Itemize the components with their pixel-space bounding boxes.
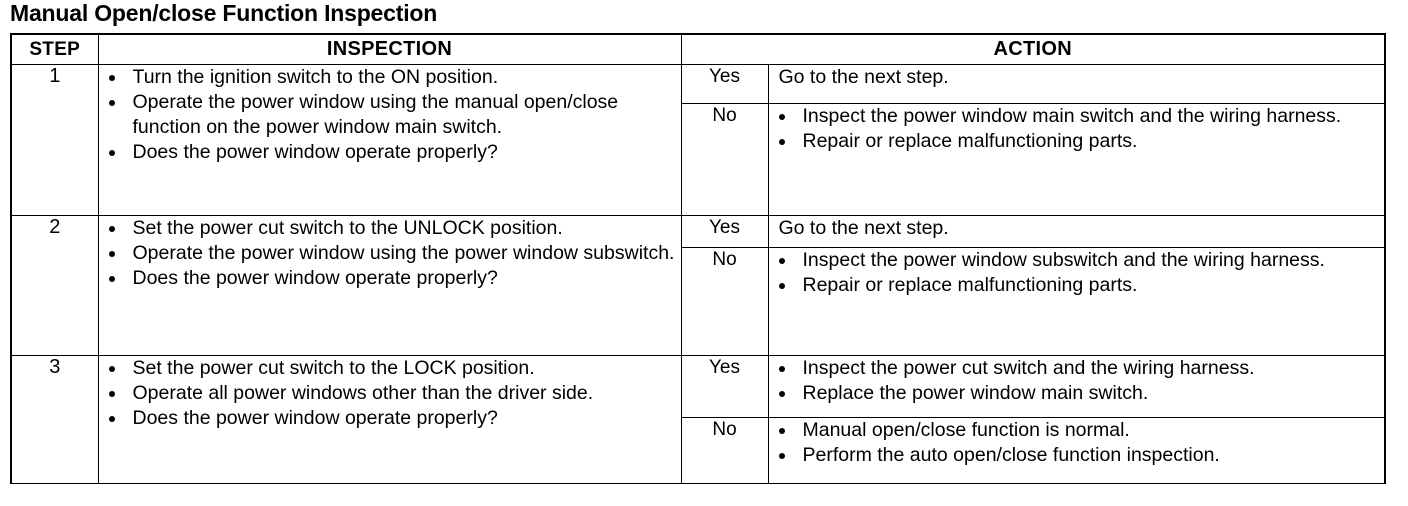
table-row: No Manual open/close function is normal.…	[11, 417, 1386, 484]
outcome-label-no: No	[680, 247, 769, 356]
outcome-label-yes: Yes	[680, 354, 769, 419]
inspection-list: Set the power cut switch to the LOCK pos…	[99, 356, 681, 431]
list-item: Does the power window operate properly?	[99, 406, 681, 431]
list-item: Manual open/close function is normal.	[769, 418, 1385, 443]
inspection-cell: Set the power cut switch to the LOCK pos…	[97, 355, 682, 484]
action-text: Go to the next step.	[778, 66, 949, 88]
inspection-list: Turn the ignition switch to the ON posit…	[99, 65, 681, 165]
outcome-label-no: No	[680, 103, 769, 216]
table-row: No Inspect the power window main switch …	[11, 103, 1386, 216]
list-item: Set the power cut switch to the UNLOCK p…	[99, 216, 681, 241]
action-cell: Inspect the power cut switch and the wir…	[767, 354, 1386, 419]
action-list: Manual open/close function is normal. Pe…	[769, 418, 1385, 468]
table-row: 2 Set the power cut switch to the UNLOCK…	[10, 214, 1386, 356]
list-item: Repair or replace malfunctioning parts.	[769, 129, 1385, 154]
step-number: 3	[10, 355, 99, 484]
action-list: Inspect the power cut switch and the wir…	[769, 356, 1385, 406]
column-header-step: STEP	[10, 33, 99, 65]
table-row: 1 Turn the ignition switch to the ON pos…	[10, 63, 1386, 216]
step-number: 1	[10, 64, 99, 216]
action-cell: Inspect the power window main switch and…	[767, 103, 1386, 216]
list-item: Inspect the power cut switch and the wir…	[769, 356, 1385, 381]
action-list: Inspect the power window subswitch and t…	[769, 248, 1385, 298]
action-cell: Go to the next step.	[767, 214, 1386, 249]
inspection-list: Set the power cut switch to the UNLOCK p…	[99, 216, 681, 291]
inspection-table: STEP INSPECTION ACTION 1 Turn the igniti…	[10, 33, 1386, 484]
list-item: Does the power window operate properly?	[99, 266, 681, 291]
list-item: Operate the power window using the power…	[99, 241, 681, 266]
list-item: Inspect the power window subswitch and t…	[769, 248, 1385, 273]
inspection-cell: Turn the ignition switch to the ON posit…	[97, 64, 682, 216]
inspection-cell: Set the power cut switch to the UNLOCK p…	[97, 215, 682, 356]
action-list: Inspect the power window main switch and…	[769, 104, 1385, 154]
list-item: Inspect the power window main switch and…	[769, 104, 1385, 129]
list-item: Does the power window operate properly?	[99, 140, 681, 165]
step-number: 2	[10, 215, 99, 356]
column-header-action: ACTION	[680, 33, 1386, 65]
outcome-label-yes: Yes	[680, 63, 769, 105]
list-item: Repair or replace malfunctioning parts.	[769, 273, 1385, 298]
list-item: Operate the power window using the manua…	[99, 90, 681, 140]
page-title: Manual Open/close Function Inspection	[10, 0, 438, 26]
list-item: Turn the ignition switch to the ON posit…	[99, 65, 681, 90]
list-item: Set the power cut switch to the LOCK pos…	[99, 356, 681, 381]
list-item: Operate all power windows other than the…	[99, 381, 681, 406]
list-item: Replace the power window main switch.	[769, 381, 1385, 406]
action-cell: Manual open/close function is normal. Pe…	[767, 417, 1386, 484]
list-item: Perform the auto open/close function ins…	[769, 443, 1385, 468]
table-row: 3 Set the power cut switch to the LOCK p…	[10, 354, 1386, 484]
table-row: No Inspect the power window subswitch an…	[11, 247, 1386, 356]
table-header-row: STEP INSPECTION ACTION	[10, 33, 1386, 65]
outcome-label-yes: Yes	[680, 214, 769, 249]
outcome-label-no: No	[680, 417, 769, 484]
action-cell: Inspect the power window subswitch and t…	[767, 247, 1386, 356]
action-text: Go to the next step.	[778, 217, 949, 239]
action-cell: Go to the next step.	[767, 63, 1386, 105]
column-header-inspection: INSPECTION	[97, 33, 682, 65]
